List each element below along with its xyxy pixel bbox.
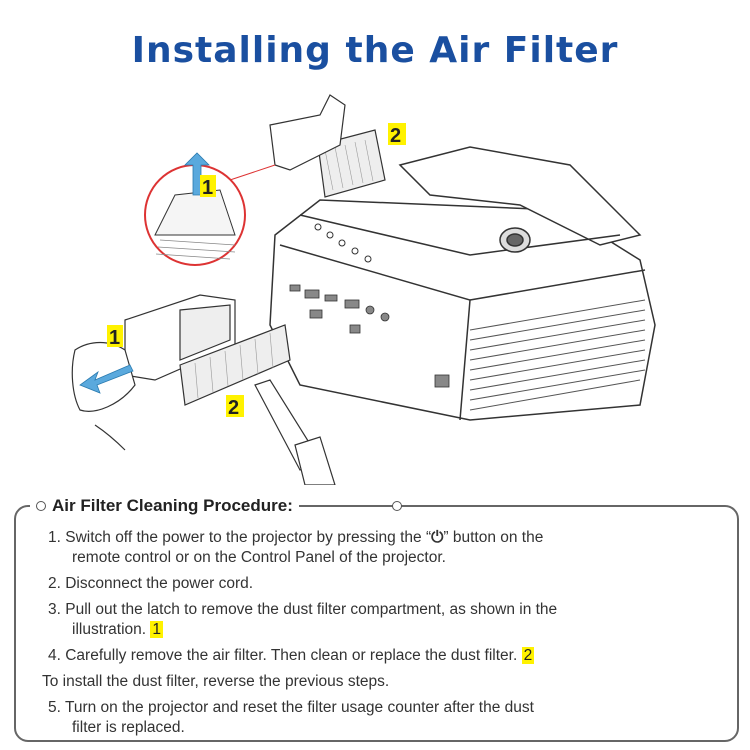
step-1: 1. Switch off the power to the projector… bbox=[48, 529, 544, 566]
callout-1-lower-bg bbox=[107, 325, 123, 347]
vent-lines bbox=[469, 299, 646, 411]
filter-cartridge-lower bbox=[179, 324, 291, 406]
procedure-steps: 1. Switch off the power to the projector… bbox=[42, 528, 708, 744]
pull-arrow bbox=[79, 364, 134, 394]
step-4: 4. Carefully remove the air filter. Then… bbox=[48, 647, 535, 664]
step-5: 5. Turn on the projector and reset the f… bbox=[48, 699, 534, 736]
projector-illustration: 2 1 1 2 bbox=[71, 94, 656, 485]
power-icon: ⏻ bbox=[431, 529, 444, 546]
callout-2-top: 2 bbox=[390, 125, 401, 147]
io-ports bbox=[289, 284, 450, 388]
install-note: To install the dust filter, reverse the … bbox=[42, 673, 390, 690]
zoom-callout bbox=[144, 152, 276, 266]
step-3: 3. Pull out the latch to remove the dust… bbox=[48, 601, 558, 638]
hand-drawing bbox=[71, 341, 136, 451]
step-2: 2. Disconnect the power cord. bbox=[48, 575, 254, 592]
procedure-heading: Air Filter Cleaning Procedure: bbox=[30, 496, 299, 516]
control-buttons bbox=[314, 223, 372, 263]
page-title: Installing the Air Filter bbox=[131, 30, 619, 71]
procedure-heading-label: Air Filter Cleaning Procedure: bbox=[52, 496, 293, 515]
callout-2-lower: 2 bbox=[228, 397, 239, 419]
callout-2-lower-bg bbox=[226, 395, 244, 417]
callout-1-lower: 1 bbox=[109, 327, 120, 349]
procedure-box bbox=[14, 505, 739, 742]
latch-compartment-top bbox=[269, 94, 346, 171]
step-3-marker: 1 bbox=[150, 621, 164, 638]
heading-knob-right-icon bbox=[392, 501, 402, 511]
step-4-marker: 2 bbox=[521, 647, 535, 664]
heading-knob-icon bbox=[36, 501, 46, 511]
callout-2-top-bg bbox=[388, 123, 406, 145]
callout-1-top-bg bbox=[200, 175, 216, 197]
callout-1-top: 1 bbox=[202, 177, 213, 199]
cleaning-brush bbox=[254, 379, 336, 485]
